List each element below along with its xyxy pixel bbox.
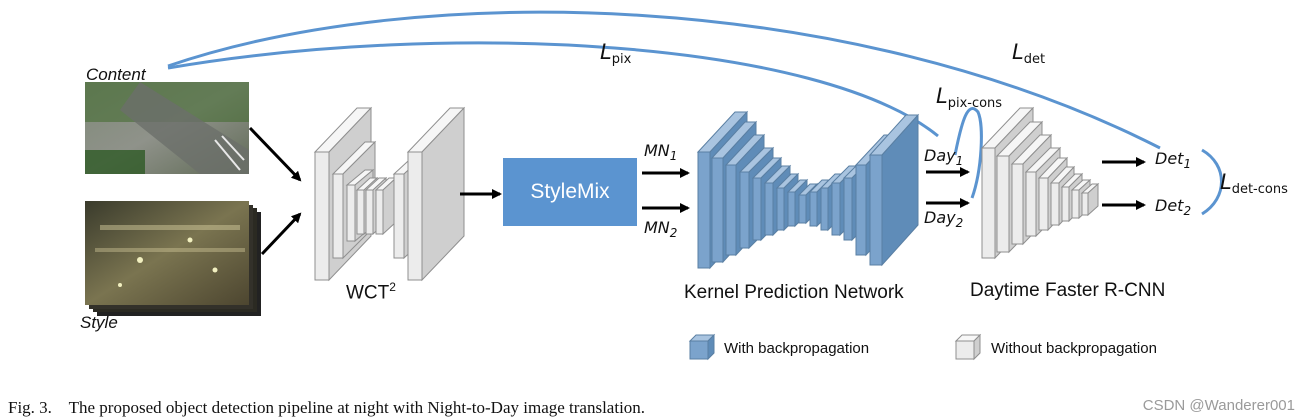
pix-cons-loss-curve: [953, 107, 983, 199]
stylemix-block: StyleMix: [503, 158, 637, 226]
day2-label: Day2: [924, 208, 964, 230]
det-cons-loss-label: Ldet-cons: [1220, 170, 1288, 197]
legend-without-bp-label: Without backpropagation: [991, 340, 1157, 357]
faster-rcnn-label: Daytime Faster R-CNN: [970, 280, 1166, 301]
content-image: [85, 82, 249, 174]
kernel-prediction-network: [696, 110, 920, 270]
wct2-network: [313, 106, 466, 282]
mn1-label: MN1: [644, 141, 678, 163]
watermark: CSDN @Wanderer001: [1142, 397, 1295, 414]
faster-rcnn-network: [980, 106, 1100, 260]
det2-label: Det2: [1155, 196, 1192, 218]
pix-loss-curve: [167, 41, 939, 138]
wct2-label: WCT2: [346, 280, 396, 304]
figure-caption: Fig. 3. The proposed object detection pi…: [8, 398, 646, 417]
pix-loss-label: Lpix: [600, 40, 632, 67]
day1-label: Day1: [924, 146, 964, 168]
stylemix-label: StyleMix: [530, 180, 610, 203]
kpn-label: Kernel Prediction Network: [684, 282, 904, 303]
legend-with-bp-label: With backpropagation: [724, 340, 870, 357]
det-cons-loss-curve: [1201, 148, 1223, 216]
style-label: Style: [80, 313, 118, 332]
legend-blue-cube-icon: [688, 333, 716, 361]
det-loss-label: Ldet: [1012, 40, 1046, 67]
pix-cons-loss-label: Lpix-cons: [936, 84, 1003, 111]
content-arrow: [248, 126, 302, 182]
det1-label: Det1: [1155, 149, 1192, 171]
legend-gray-cube-icon: [954, 333, 982, 361]
det-loss-curve: [167, 10, 1161, 150]
mn2-label: MN2: [644, 218, 678, 240]
content-label: Content: [86, 65, 146, 84]
style-image-stack: [85, 201, 261, 316]
style-arrow: [260, 212, 302, 256]
